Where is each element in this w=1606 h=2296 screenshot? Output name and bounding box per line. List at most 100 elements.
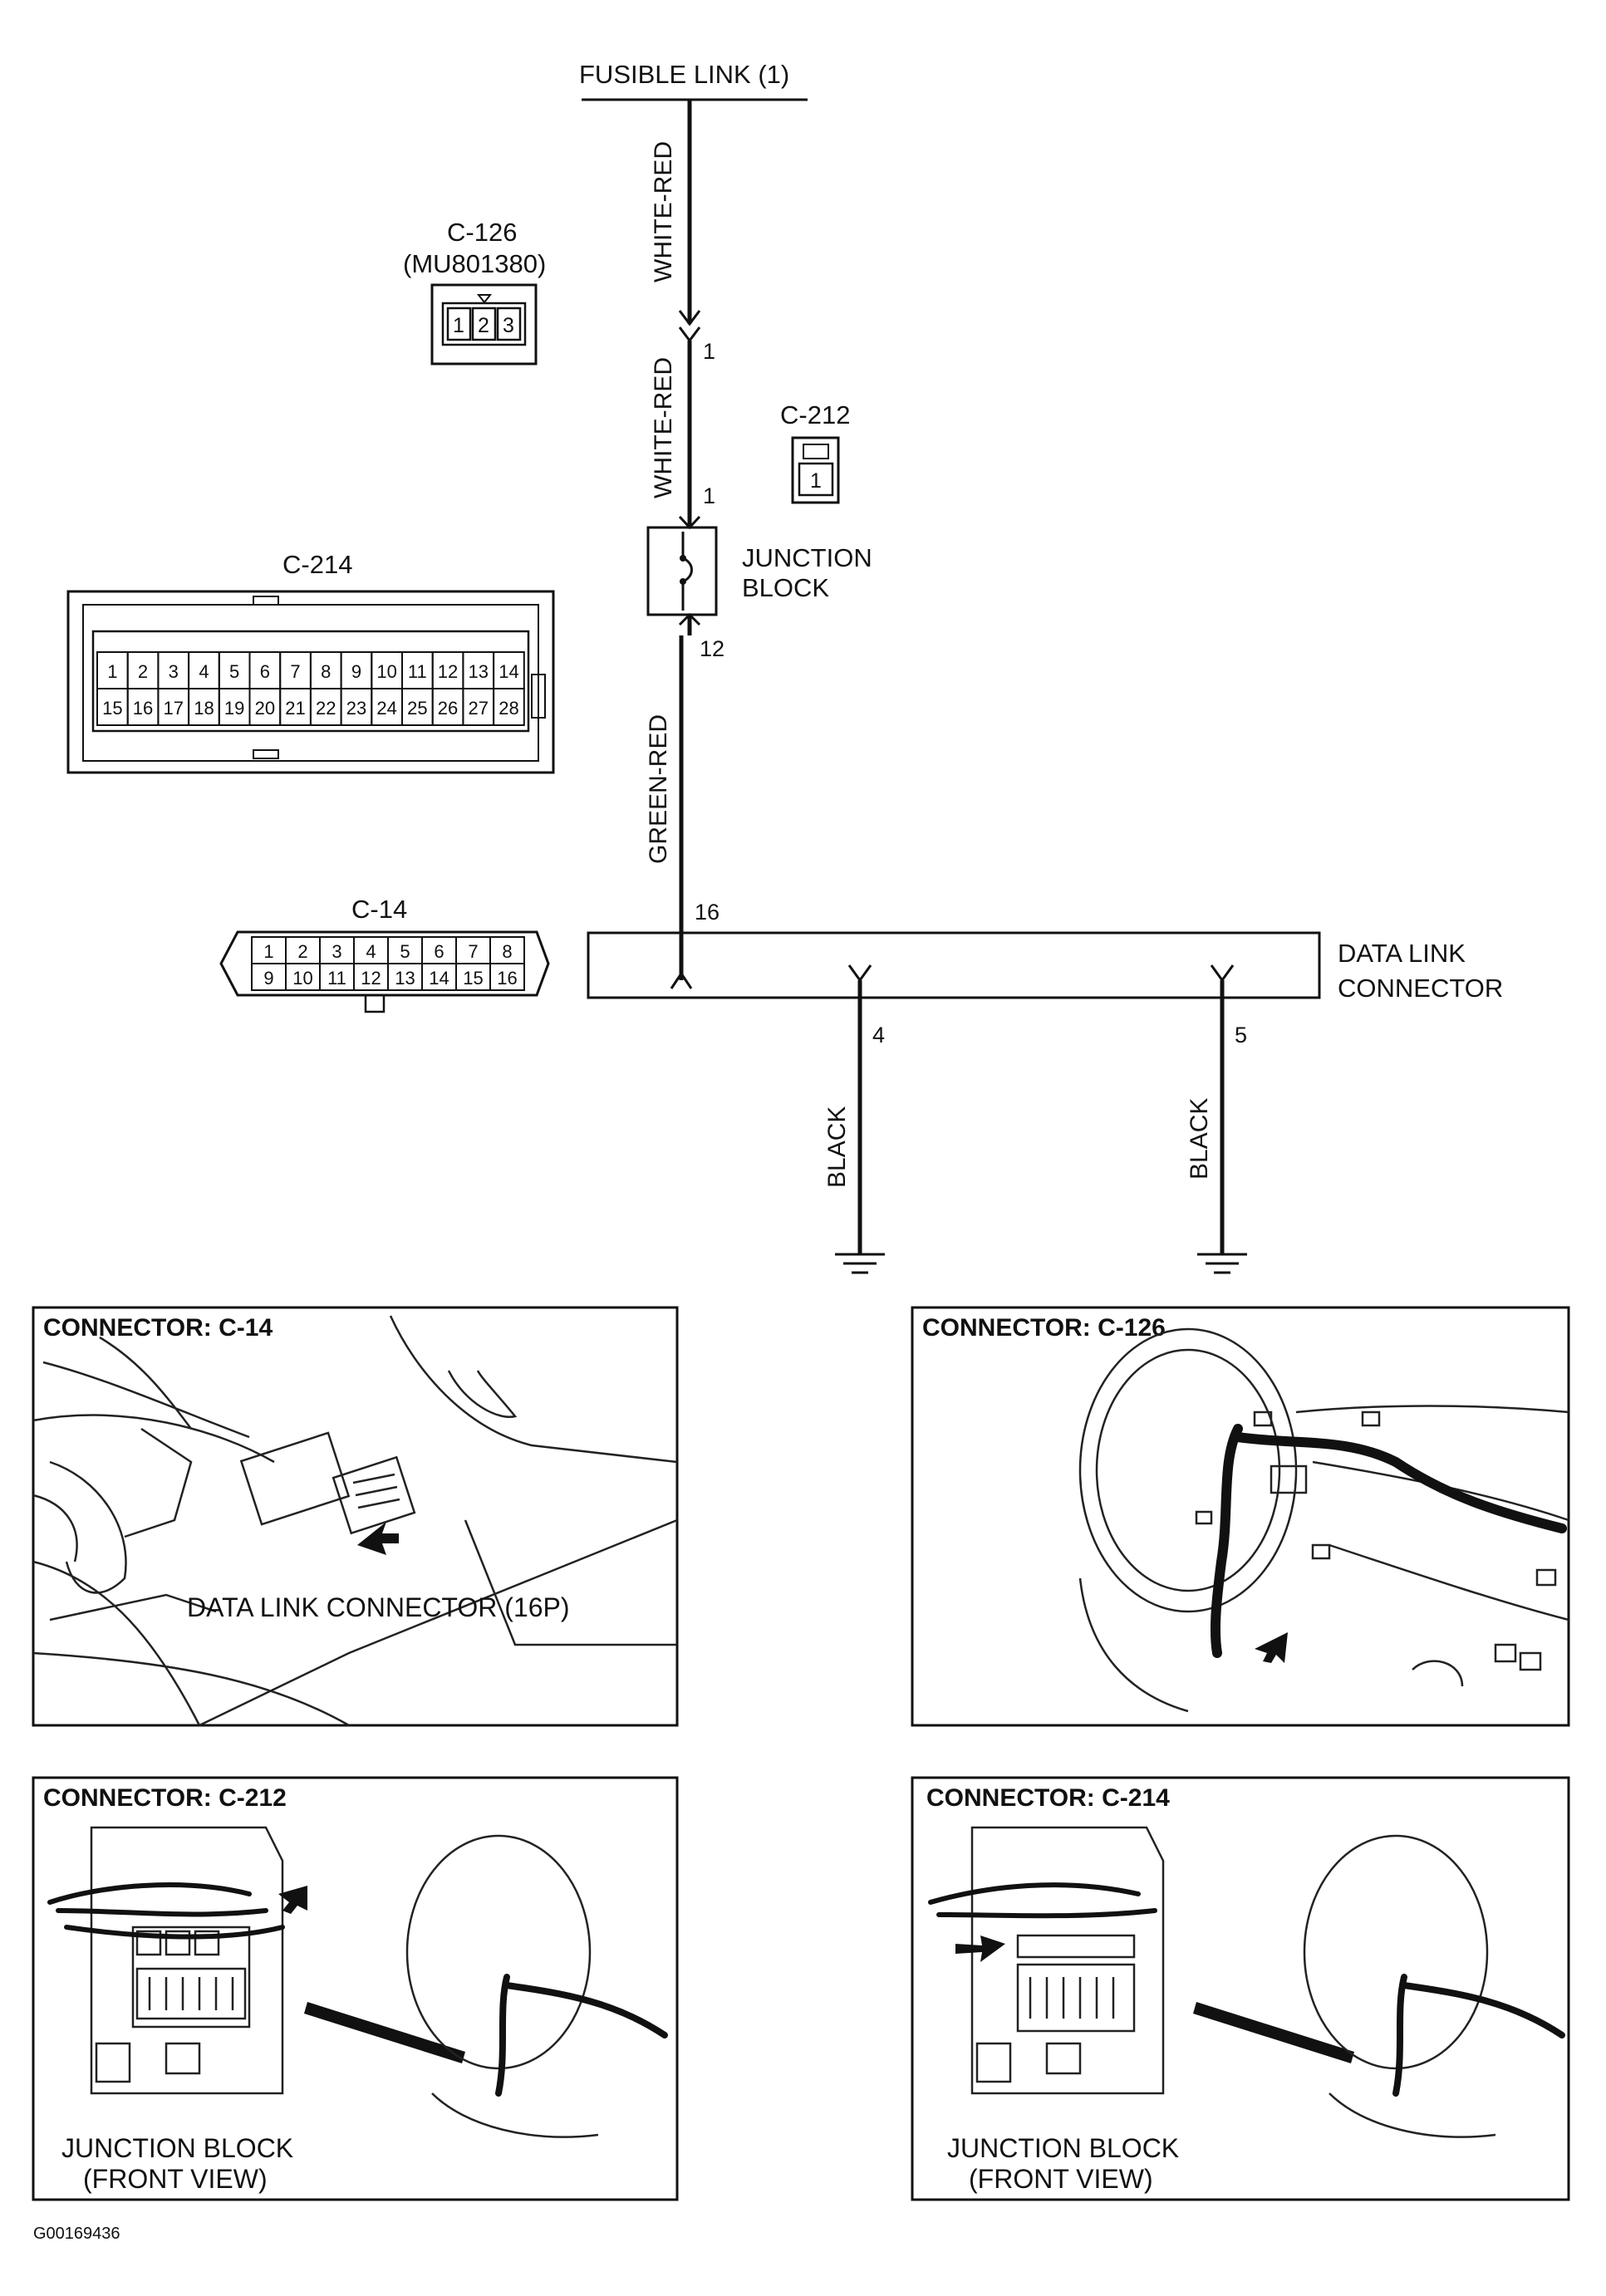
wire-label-white-red-upper: WHITE-RED (650, 141, 677, 282)
c214-pin-label: 21 (285, 698, 305, 719)
ground-left-icon (835, 1253, 885, 1274)
panel-c14: CONNECTOR: C-14 DATA LINK CONNECTOR (16P… (32, 1306, 679, 1727)
c214-pin-label: 4 (199, 661, 209, 682)
c214-pin-label: 12 (438, 661, 458, 682)
panel-c126-frame (911, 1306, 1570, 1727)
panel-c212-pointer (304, 2002, 465, 2063)
panel-c126: CONNECTOR: C-126 (911, 1306, 1570, 1727)
c214-pin-label: 18 (194, 698, 214, 719)
c214-housing (66, 590, 555, 774)
c214-pin-label: 1 (107, 661, 117, 682)
c14-pin-label: 2 (297, 941, 307, 962)
c14-cell (489, 963, 525, 991)
panel-c212: CONNECTOR: C-212 JUNCTION BLOCK (FRONT V… (32, 1776, 679, 2201)
pin-jb-out: 12 (700, 636, 724, 661)
c126-pin-2: 2 (478, 314, 489, 337)
c214-pin-label: 11 (408, 661, 427, 682)
c14-pin-label: 12 (361, 968, 381, 989)
c214-tab-right (531, 674, 546, 719)
c214-pin-label: 19 (224, 698, 244, 719)
c14-pin-label: 3 (332, 941, 341, 962)
c14-name: C-14 (351, 895, 407, 924)
connector-c212: C-212 1 (780, 400, 850, 504)
fuse-symbol (681, 532, 693, 611)
c14-pin-label: 1 (263, 941, 273, 962)
c214-pin-label: 24 (376, 698, 396, 719)
c214-pin-label: 15 (102, 698, 122, 719)
c214-inner (82, 604, 539, 762)
c214-pin-label: 22 (316, 698, 336, 719)
c214-pin-label: 20 (255, 698, 275, 719)
panel-c126-illustration (1078, 1327, 1569, 1713)
c14-pin-label: 11 (327, 968, 346, 989)
panel-c214-arrow-icon (955, 1935, 1005, 1962)
panel-c214: CONNECTOR: C-214 JUNCTION BLOCK (FRONT V… (911, 1776, 1570, 2201)
c126-name: C-126 (447, 218, 517, 247)
panel-c212-illustration (47, 1826, 668, 2138)
c14-pin-label: 16 (497, 968, 517, 989)
c126-cell-2 (471, 307, 497, 341)
c14-pin-label: 5 (400, 941, 410, 962)
panel-c126-title: CONNECTOR: C-126 (922, 1314, 1166, 1342)
pin-dlc-5: 5 (1235, 1023, 1247, 1047)
panel-c212-arrow-icon (278, 1886, 307, 1914)
c214-pin-label: 17 (164, 698, 184, 719)
figure-id: G00169436 (33, 2225, 120, 2243)
wire-label-green-red: GREEN-RED (645, 714, 672, 864)
c126-housing (430, 283, 538, 365)
panel-c14-frame (32, 1306, 679, 1727)
c14-pin-label: 8 (502, 941, 512, 962)
c126-cell-1 (446, 307, 472, 341)
pin-dlc-16: 16 (695, 900, 720, 925)
c214-cell (493, 688, 525, 726)
c214-tab-top (253, 596, 279, 606)
c214-pin-label: 25 (407, 698, 427, 719)
c14-pin-label: 7 (468, 941, 478, 962)
c126-key-icon (476, 294, 493, 304)
junction-block-label-2: BLOCK (742, 573, 829, 602)
c126-cell-3 (496, 307, 522, 341)
panel-c214-title: CONNECTOR: C-214 (926, 1784, 1170, 1812)
wire-label-white-red-middle: WHITE-RED (650, 357, 677, 498)
dlc-label-2: CONNECTOR (1338, 974, 1503, 1003)
c214-name: C-214 (282, 550, 352, 579)
fusible-link-label: FUSIBLE LINK (1) (579, 60, 789, 89)
c214-pin-label: 8 (321, 661, 331, 682)
c214-pin-label: 26 (438, 698, 458, 719)
c126-face (441, 302, 527, 346)
c214-pin-label: 5 (229, 661, 239, 682)
c214-pin-label: 10 (376, 661, 396, 682)
dlc-pin4-symbol (847, 964, 872, 983)
schematic: FUSIBLE LINK (1) WHITE-RED 1 WHITE-RED 1… (579, 60, 1503, 1274)
c214-pin-label: 2 (138, 661, 148, 682)
c214-pin-label: 23 (346, 698, 366, 719)
junction-block-label-1: JUNCTION (742, 543, 872, 572)
c214-pin-label: 6 (260, 661, 270, 682)
panel-c212-title: CONNECTOR: C-212 (43, 1784, 287, 1812)
c14-pin-label: 4 (366, 941, 376, 962)
c214-pin-label: 16 (133, 698, 153, 719)
panel-c214-caption-1: JUNCTION BLOCK (947, 2133, 1179, 2163)
ground-right-icon (1197, 1253, 1247, 1274)
c14-pin-label: 6 (434, 941, 444, 962)
panel-c214-frame (911, 1776, 1570, 2201)
pin-c126-1: 1 (703, 339, 715, 364)
c214-pin-label: 13 (469, 661, 489, 682)
c212-pin-1: 1 (810, 469, 822, 493)
c126-part: (MU801380) (403, 249, 546, 278)
wire-label-black-left: BLACK (823, 1106, 851, 1188)
c14-pin-label: 10 (292, 968, 312, 989)
c214-pin-label: 9 (351, 661, 361, 682)
c214-pin-label: 28 (498, 698, 518, 719)
panel-c212-caption-2: (FRONT VIEW) (83, 2164, 268, 2194)
panel-c14-caption: DATA LINK CONNECTOR (16P) (187, 1592, 570, 1622)
c14-pin-label: 9 (263, 968, 273, 989)
c214-face (91, 630, 530, 733)
c14-pin-label: 13 (395, 968, 415, 989)
connector-c126: C-126 (MU801380) 1 2 3 (403, 218, 546, 365)
wire-label-black-right: BLACK (1186, 1098, 1213, 1180)
c212-cell-1 (798, 462, 834, 497)
